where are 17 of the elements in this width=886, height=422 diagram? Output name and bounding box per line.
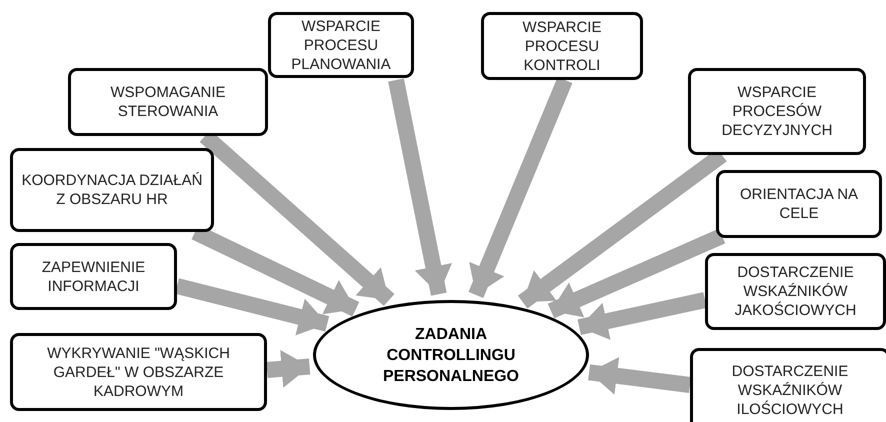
- task-box: KOORDYNACJA DZIAŁAŃ Z OBSZARU HR: [10, 148, 214, 232]
- task-box: DOSTARCZENIE WSKAŹNIKÓW JAKOŚCIOWYCH: [705, 253, 886, 330]
- task-box: WSPARCIE PROCESÓW DECYZYJNYCH: [688, 68, 866, 155]
- task-box: DOSTARCZENIE WSKAŹNIKÓW ILOŚCIOWYCH: [690, 348, 886, 422]
- task-box: WSPOMAGANIE STEROWANIA: [68, 68, 268, 136]
- block-arrow: [588, 356, 691, 395]
- central-ellipse: ZADANIA CONTROLLINGU PERSONALNEGO: [313, 300, 589, 410]
- block-arrow: [175, 278, 330, 336]
- task-box: WYKRYWANIE "WĄSKICH GARDEŁ" W OBSZARZE KADROWYM: [10, 333, 267, 411]
- task-box: ZAPEWNIENIE INFORMACJI: [10, 243, 177, 310]
- block-arrow: [388, 78, 452, 296]
- block-arrow: [266, 350, 310, 388]
- task-box: WSPARCIE PROCESU KONTROLI: [481, 12, 643, 80]
- block-arrow: [548, 228, 726, 318]
- task-box: ORIENTACJA NA CELE: [716, 170, 882, 238]
- block-arrow: [578, 292, 707, 340]
- task-box: WSPARCIE PROCESU PLANOWANIA: [268, 12, 414, 78]
